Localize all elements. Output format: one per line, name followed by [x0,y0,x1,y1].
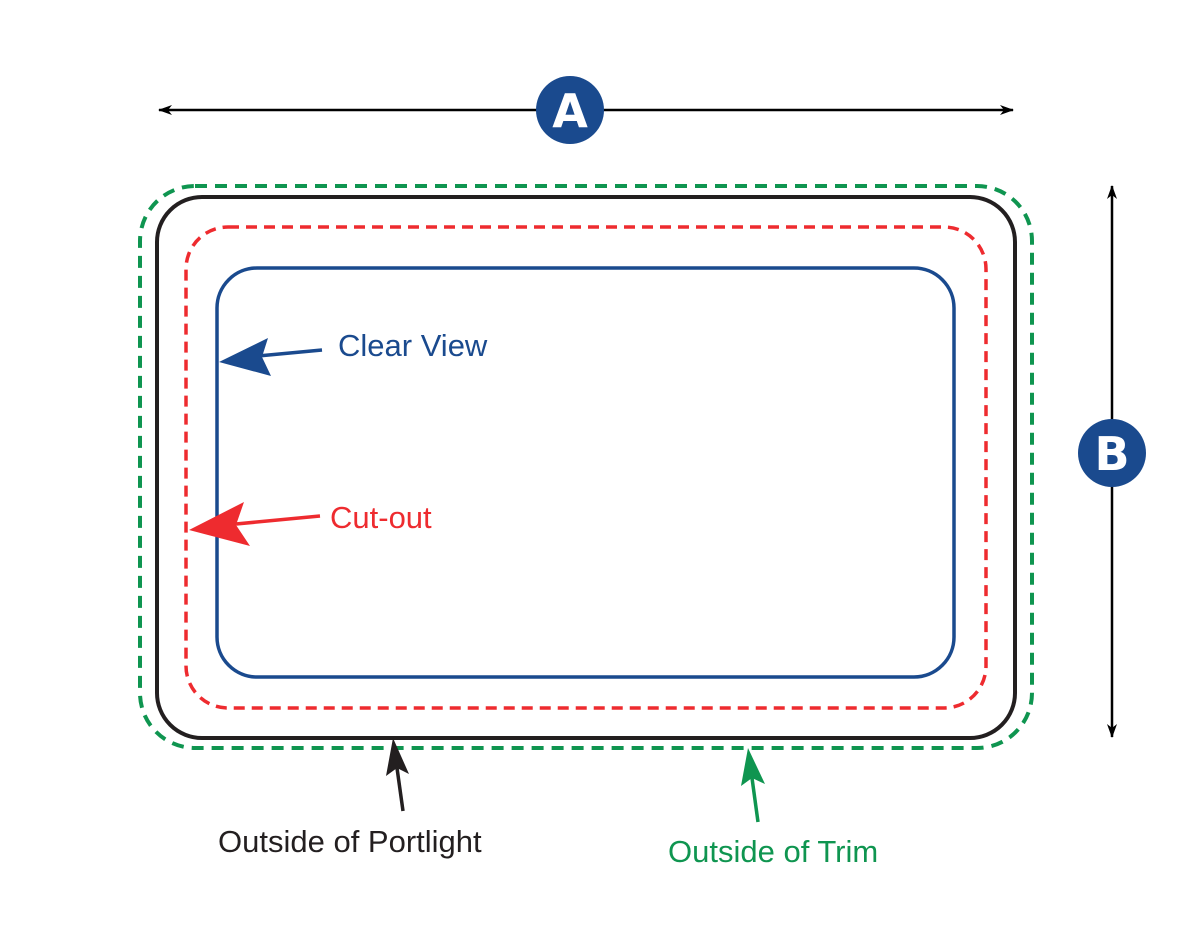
outside-portlight-callout: Outside of Portlight [218,738,482,859]
dimension-b-badge-label: B [1094,427,1129,481]
clear-view-arrow-head [219,338,271,376]
outside-trim-arrow-head [741,748,765,786]
dimension-a: A [158,76,1014,144]
dimension-b: B [1078,185,1146,738]
clear-view-arrow-shaft [257,348,323,358]
cut-out-outline [184,225,988,710]
outside-of-portlight-outline [155,195,1017,740]
outside-trim-arrow-shaft [750,777,760,823]
outside-portlight-arrow-shaft [395,767,405,812]
outside-trim-label: Outside of Trim [668,834,878,869]
outside-of-trim-outline [138,184,1034,750]
clear-view-outline [215,266,956,679]
cut-out-callout: Cut-out [189,500,432,546]
clear-view-label: Clear View [338,328,488,363]
dimension-b-badge [1078,419,1146,487]
outside-trim-callout: Outside of Trim [668,748,878,869]
clear-view-callout: Clear View [219,328,488,376]
dimension-a-badge [536,76,604,144]
cut-out-arrow-shaft [235,514,321,526]
cut-out-arrow-head [189,502,250,546]
cut-out-label: Cut-out [330,500,432,535]
dimension-a-badge-label: A [552,84,588,138]
outside-portlight-arrow-head [386,738,409,776]
outside-portlight-label: Outside of Portlight [218,824,482,859]
